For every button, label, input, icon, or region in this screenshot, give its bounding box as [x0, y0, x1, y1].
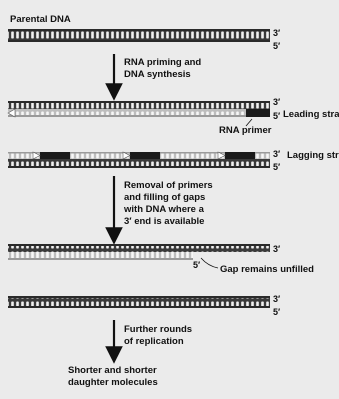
gapped-5prime-end: 5′	[193, 260, 200, 270]
gap-pointer	[201, 258, 218, 268]
leading-5prime-end: 5′	[273, 111, 280, 121]
step1-label-line1: RNA priming and	[124, 57, 201, 68]
parental-3prime-end: 3′	[273, 28, 280, 38]
step2-label-line1: Removal of primers	[124, 180, 213, 191]
title-parental-dna: Parental DNA	[10, 14, 71, 25]
lagging-strand-duplex	[8, 152, 270, 168]
step2-label-line4: 3′ end is available	[124, 216, 204, 227]
step3-label-line1: Further rounds	[124, 324, 192, 335]
rna-primer-label: RNA primer	[219, 125, 272, 136]
lagging-rna-primer-3	[225, 152, 255, 159]
leading-strand-duplex	[8, 101, 270, 117]
lagging-strand-label: Lagging strand	[287, 150, 339, 161]
gapped-duplex	[8, 244, 270, 260]
parental-dna-duplex	[8, 29, 270, 42]
leading-3prime-end: 3′	[273, 97, 280, 107]
lagging-rna-primer-1	[40, 152, 70, 159]
step2-label-line3: with DNA where a	[123, 204, 205, 215]
lagging-3prime-end: 3′	[273, 149, 280, 159]
leading-rna-primer	[246, 109, 270, 117]
leading-strand-label: Leading strand	[283, 109, 339, 120]
result-line2: daughter molecules	[68, 377, 158, 388]
step2-label-line2: and filling of gaps	[124, 192, 205, 203]
step3-label-line2: of replication	[124, 336, 184, 347]
lagging-5prime-end: 5′	[273, 162, 280, 172]
gap-label: Gap remains unfilled	[220, 264, 314, 275]
result-line1: Shorter and shorter	[68, 365, 157, 376]
shortened-duplex	[8, 296, 270, 308]
shortened-3prime-end: 3′	[273, 294, 280, 304]
shortened-5prime-end: 5′	[273, 307, 280, 317]
parental-5prime-end: 5′	[273, 41, 280, 51]
lagging-rna-primer-2	[130, 152, 160, 159]
step1-label-line2: DNA synthesis	[124, 69, 191, 80]
gapped-3prime-end: 3′	[273, 244, 280, 254]
